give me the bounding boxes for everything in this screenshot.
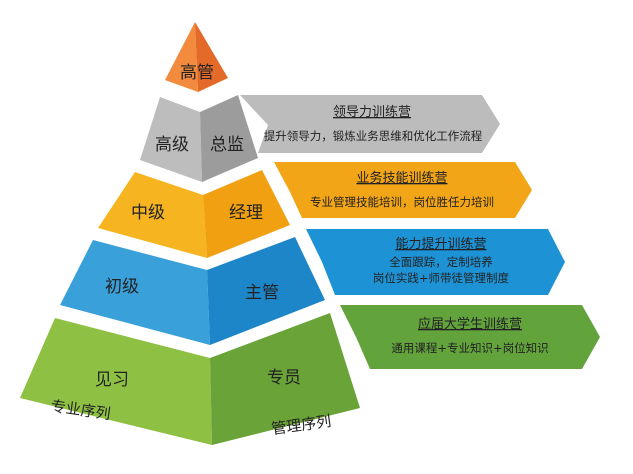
camp-title: 业务技能训练营 [356,170,447,186]
tier-left-face [60,240,210,345]
camp-title: 领导力训练营 [333,105,411,120]
tier-right-face [203,170,290,258]
tier-right-face [195,22,228,92]
camp-arrow [306,229,565,295]
tier-left-face [140,97,202,182]
pyramid-tier-trainee: 见习 专员 [20,313,360,445]
camp-desc: 通用课程+专业知识+岗位知识 [391,341,548,355]
camp-title: 能力提升训练营 [395,236,486,252]
tier-right-face [200,95,258,182]
tier-left-face [20,318,212,445]
camp-desc: 专业管理技能培训，岗位胜任力培训 [310,195,494,209]
tier-label: 高管 [180,63,214,83]
tier-label-right: 专员 [267,368,301,388]
pyramid-tier-executive: 高管 [165,22,228,92]
camp-desc: 全面跟踪，定制培养 [389,255,493,269]
camp-title: 应届大学生训练营 [418,316,522,332]
camp-desc: 提升领导力，锻炼业务思维和优化工作流程 [264,129,483,143]
tier-label-right: 经理 [229,203,263,223]
tier-left-face [98,172,207,258]
tier-label-left: 初级 [105,277,139,297]
camp-arrow [274,162,532,218]
pyramid-tier-supervisor: 初级 主管 [60,237,325,345]
camp-graduate: 应届大学生训练营 通用课程+专业知识+岗位知识 [340,305,600,369]
tier-left-face [165,22,198,92]
tier-label-left: 高级 [155,135,189,155]
tier-right-face [210,313,360,445]
pyramid-tier-director: 高级 总监 [140,95,258,182]
camp-desc: 岗位实践+师带徒管理制度 [373,271,510,285]
camp-arrow [240,95,500,153]
tier-right-face [207,237,325,345]
camp-arrow [340,305,600,369]
tier-label-left: 见习 [95,370,129,390]
pyramid-tier-manager: 中级 经理 [98,170,290,258]
camp-ability-upgrade: 能力提升训练营 全面跟踪，定制培养 岗位实践+师带徒管理制度 [306,229,565,295]
tier-label-right: 总监 [210,135,244,155]
camp-business-skills: 业务技能训练营 专业管理技能培训，岗位胜任力培训 [274,162,532,218]
tier-label-left: 中级 [131,203,165,223]
camp-leadership: 领导力训练营 提升领导力，锻炼业务思维和优化工作流程 [240,95,500,153]
tier-label-right: 主管 [245,283,279,303]
